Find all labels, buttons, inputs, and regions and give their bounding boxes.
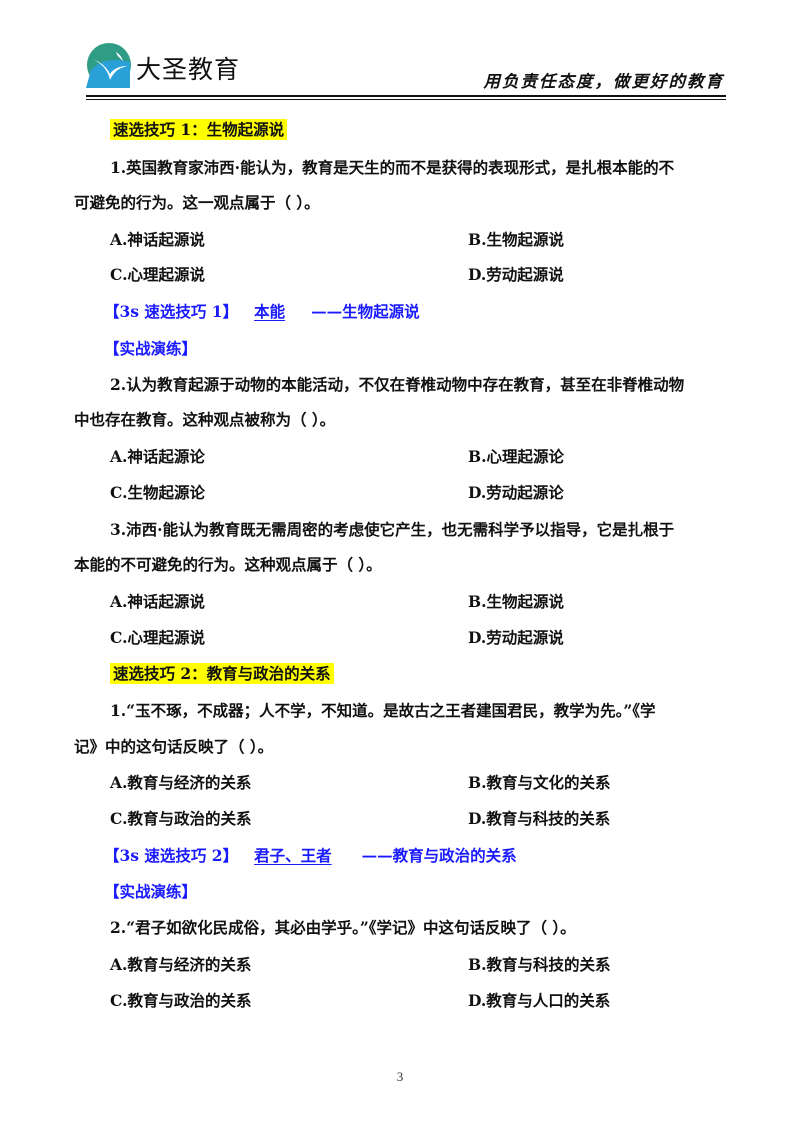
brand-name: 大圣教育 (136, 55, 241, 84)
option-d: D.劳动起源论 (468, 483, 564, 502)
page-number: 3 (396, 1069, 404, 1084)
option-c: C.教育与政治的关系 (110, 809, 252, 828)
page-header: 大圣教育 用负责任态度，做更好的教育 (86, 40, 726, 96)
question-text: 3.沛西·能认为教育既无需周密的考虑使它产生，也无需科学予以指导，它是扎根于 (110, 520, 675, 539)
option-a: A.神话起源说 (110, 592, 205, 611)
option-d: D.劳动起源说 (468, 265, 564, 284)
question-text: 1.“玉不琢，不成器；人不学，不知道。是故古之王者建国君民，教学为先。”《学 (110, 701, 656, 720)
header-slogan: 用负责任态度，做更好的教育 (483, 72, 724, 91)
option-b: B.生物起源说 (468, 592, 564, 611)
section-title: 速选技巧 2：教育与政治的关系 (110, 662, 334, 686)
question-text: 本能的不可避免的行为。这种观点属于（ ）。 (74, 555, 382, 574)
option-a: A.教育与经济的关系 (110, 773, 252, 792)
question-text: 记》中的这句话反映了（ ）。 (74, 737, 274, 756)
drill-label: 【实战演练】 (104, 339, 198, 358)
option-b: B.教育与科技的关系 (468, 955, 611, 974)
option-c: C.生物起源论 (110, 483, 205, 502)
option-c: C.教育与政治的关系 (110, 991, 252, 1010)
option-c: C.心理起源说 (110, 265, 205, 284)
option-c: C.心理起源说 (110, 628, 205, 647)
question-text: 1.英国教育家沛西·能认为，教育是天生的而不是获得的表现形式，是扎根本能的不 (110, 158, 675, 177)
option-a: A.神话起源论 (110, 447, 205, 466)
speed-tip: 【3s 速选技巧 1】本能——生物起源说 (104, 302, 420, 321)
question-text: 2.认为教育起源于动物的本能活动，不仅在脊椎动物中存在教育，甚至在非脊椎动物 (110, 375, 685, 394)
option-a: A.神话起源说 (110, 230, 205, 249)
header-rule-thin (86, 99, 726, 100)
question-text: 2.“君子如欲化民成俗，其必由学乎。”《学记》中这句话反映了（ ）。 (110, 918, 576, 937)
option-b: B.心理起源论 (468, 447, 564, 466)
drill-label: 【实战演练】 (104, 882, 198, 901)
option-d: D.教育与科技的关系 (468, 809, 611, 828)
option-b: B.生物起源说 (468, 230, 564, 249)
section-title: 速选技巧 1：生物起源说 (110, 118, 288, 142)
question-text: 可避免的行为。这一观点属于（ ）。 (74, 193, 320, 212)
header-rule-thick (86, 95, 726, 97)
option-a: A.教育与经济的关系 (110, 955, 252, 974)
logo-swallow-icon (86, 43, 131, 88)
option-b: B.教育与文化的关系 (468, 773, 611, 792)
speed-tip: 【3s 速选技巧 2】君子、王者——教育与政治的关系 (104, 846, 517, 865)
option-d: D.劳动起源说 (468, 628, 564, 647)
option-d: D.教育与人口的关系 (468, 991, 611, 1010)
question-text: 中也存在教育。这种观点被称为（ ）。 (74, 410, 336, 429)
